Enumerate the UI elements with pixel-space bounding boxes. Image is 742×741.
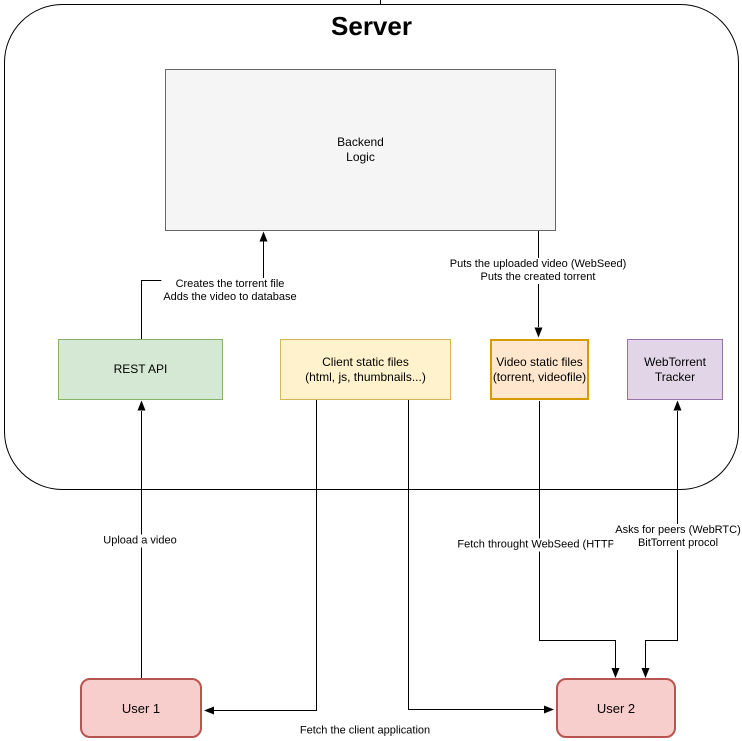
node-video-static-files-label-line2: (torrent, videofile) xyxy=(492,369,587,384)
node-user1: User 1 xyxy=(80,678,202,738)
arrowhead-into-user2-left xyxy=(544,705,554,714)
node-video-static-files-label-line1: Video static files xyxy=(496,354,583,369)
node-backend-logic-label-line2: Logic xyxy=(346,150,375,164)
node-user1-label: User 1 xyxy=(121,700,161,716)
edge-label-fetch-webseed: Fetch throught WebSeed (HTTP) xyxy=(455,538,621,552)
arrowhead-into-user2-top-left xyxy=(611,668,620,678)
node-client-static-files: Client static files (html, js, thumbnail… xyxy=(280,339,451,400)
arrowhead-into-backend xyxy=(259,231,268,242)
node-backend-logic-label-line1: Backend xyxy=(337,135,384,149)
node-client-static-files-label-line1: Client static files xyxy=(322,354,409,369)
arrowhead-into-videostatic xyxy=(534,327,543,338)
edge-videostatic-to-user2 xyxy=(539,401,616,668)
edge-clientstatic-to-user1 xyxy=(214,400,317,711)
node-backend-logic: Backend Logic xyxy=(165,69,556,231)
edge-label-puts-video: Puts the uploaded video (WebSeed) Puts t… xyxy=(447,258,629,284)
node-rest-api: REST API xyxy=(58,339,223,400)
node-webtorrent-tracker-label-line1: WebTorrent xyxy=(644,354,706,369)
node-webtorrent-tracker: WebTorrent Tracker xyxy=(627,339,723,400)
edge-label-asks-peers: Asks for peers (WebRTC) BitTorrent proco… xyxy=(613,524,742,550)
node-user2: User 2 xyxy=(556,678,676,738)
node-rest-api-label: REST API xyxy=(113,362,168,376)
node-webtorrent-tracker-label-line2: Tracker xyxy=(654,369,696,384)
node-user2-label: User 2 xyxy=(596,700,636,716)
arrowhead-into-restapi xyxy=(137,400,146,411)
arrowhead-into-tracker xyxy=(673,400,682,411)
edge-label-upload-video: Upload a video xyxy=(101,534,179,548)
edge-clientstatic-to-user2 xyxy=(408,400,544,710)
node-video-static-files: Video static files (torrent, videofile) xyxy=(490,339,589,400)
server-container-title: Server xyxy=(331,11,412,41)
edge-label-creates-torrent: Creates the torrent file Adds the video … xyxy=(161,278,299,304)
server-container-outline xyxy=(4,4,739,490)
arrowhead-into-user2-top-right xyxy=(641,668,650,678)
edge-label-fetch-client: Fetch the client application xyxy=(297,724,433,738)
arrowhead-into-user1 xyxy=(204,706,214,715)
node-client-static-files-label-line2: (html, js, thumbnails...) xyxy=(305,369,426,384)
